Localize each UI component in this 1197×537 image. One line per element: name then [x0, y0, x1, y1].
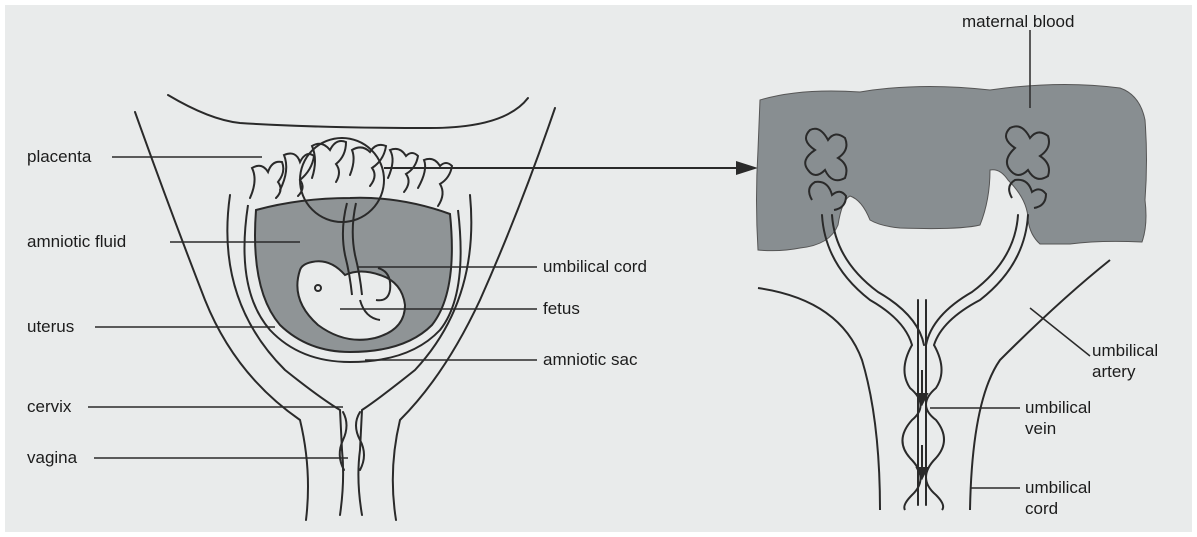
placenta-villi	[250, 141, 452, 206]
label-maternal-blood: maternal blood	[962, 12, 1074, 32]
label-amniotic-fluid: amniotic fluid	[27, 232, 126, 252]
label-umbilical-artery-1: umbilical	[1092, 340, 1158, 361]
cervix-canal-right	[356, 412, 364, 470]
label-vagina: vagina	[27, 448, 77, 468]
coiled-arteries	[902, 345, 944, 510]
label-umbilical-cord-detail-2: cord	[1025, 498, 1058, 519]
maternal-blood-region	[757, 84, 1147, 250]
label-placenta: placenta	[27, 147, 91, 167]
body-outline	[168, 95, 528, 128]
label-cervix: cervix	[27, 397, 71, 417]
zoom-arrow-head	[736, 161, 758, 175]
cord-vessels	[822, 215, 1028, 505]
label-uterus: uterus	[27, 317, 74, 337]
label-amniotic-sac: amniotic sac	[543, 350, 637, 370]
detail-outline	[758, 260, 1110, 510]
label-umbilical-vein-1: umbilical	[1025, 397, 1091, 418]
label-umbilical-vein-2: vein	[1025, 418, 1056, 439]
label-umbilical-cord-detail-1: umbilical	[1025, 477, 1091, 498]
label-fetus: fetus	[543, 299, 580, 319]
label-umbilical-cord: umbilical cord	[543, 257, 647, 277]
label-umbilical-artery-2: artery	[1092, 361, 1135, 382]
